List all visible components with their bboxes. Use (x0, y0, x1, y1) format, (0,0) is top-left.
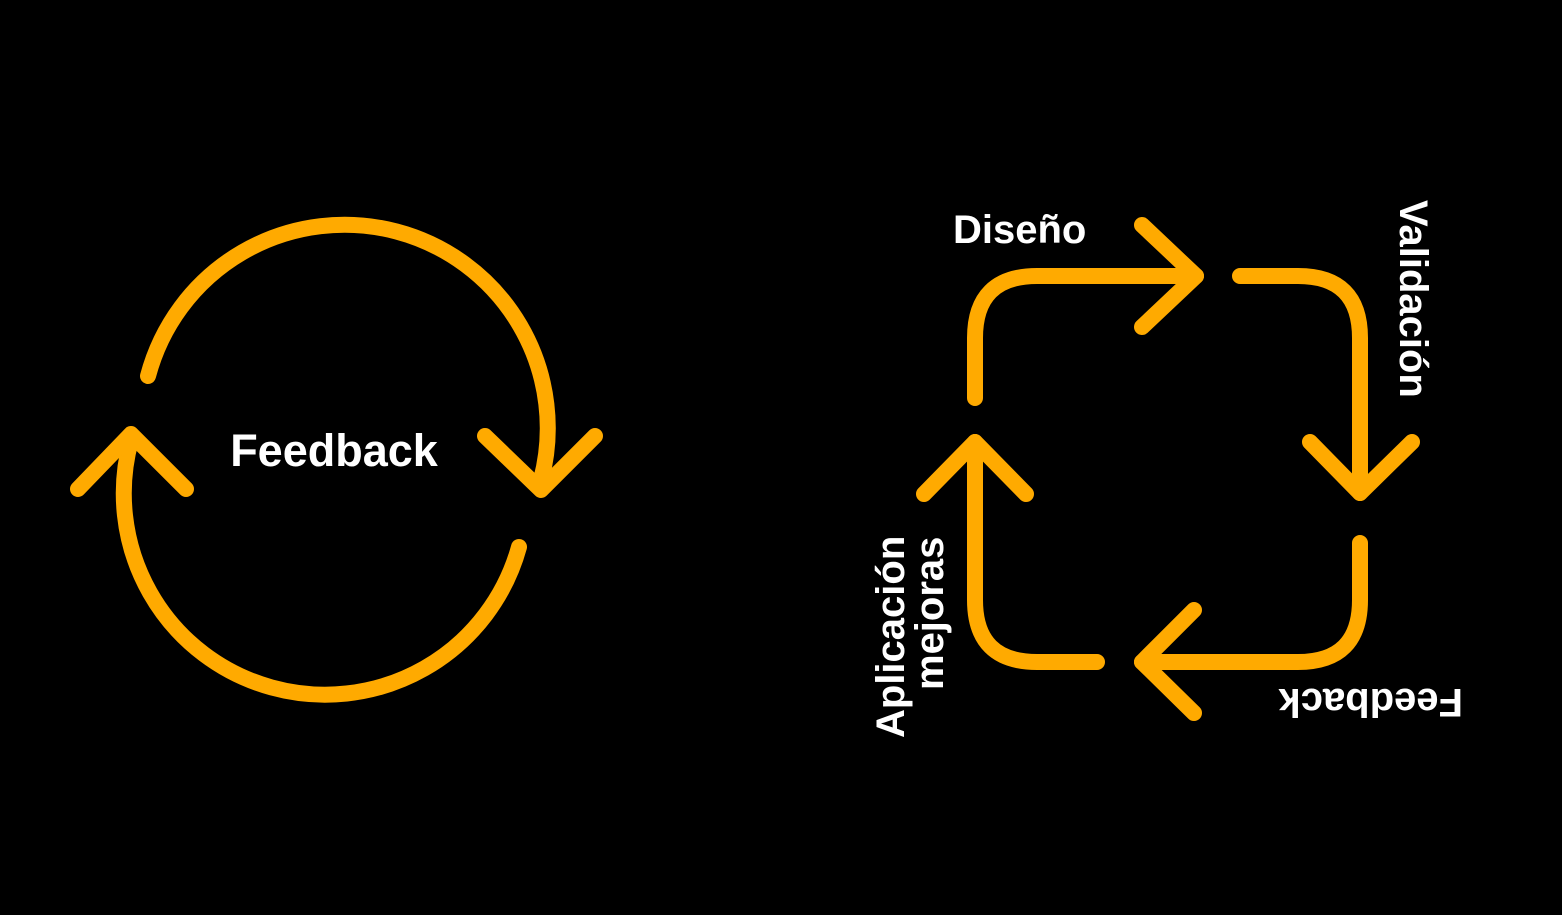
segment-validation (1232, 268, 1368, 501)
left-feedback-loop (70, 216, 603, 703)
loop-arc-bottom (115, 432, 527, 703)
arrowhead-apply (916, 434, 1034, 502)
loop-arc-top (140, 216, 556, 488)
segment-apply (967, 434, 1105, 670)
segment-design (967, 268, 1204, 406)
step-label-apply-line2: mejoras (908, 537, 952, 690)
step-label-design: Diseño (953, 208, 1086, 252)
arrowhead-left-up (70, 426, 194, 497)
left-feedback-label: Feedback (230, 425, 439, 476)
arrowhead-right-down (477, 428, 603, 498)
arrowhead-feedback (1134, 602, 1202, 721)
right-cycle-arrows (916, 217, 1420, 721)
arrowhead-validation (1302, 434, 1420, 501)
step-label-feedback: Feedback (1278, 680, 1463, 724)
step-label-validation: Validación (1391, 200, 1435, 398)
arrowhead-design (1134, 217, 1204, 335)
segment-feedback (1134, 535, 1368, 670)
step-label-apply-line1: Aplicación (869, 536, 913, 738)
